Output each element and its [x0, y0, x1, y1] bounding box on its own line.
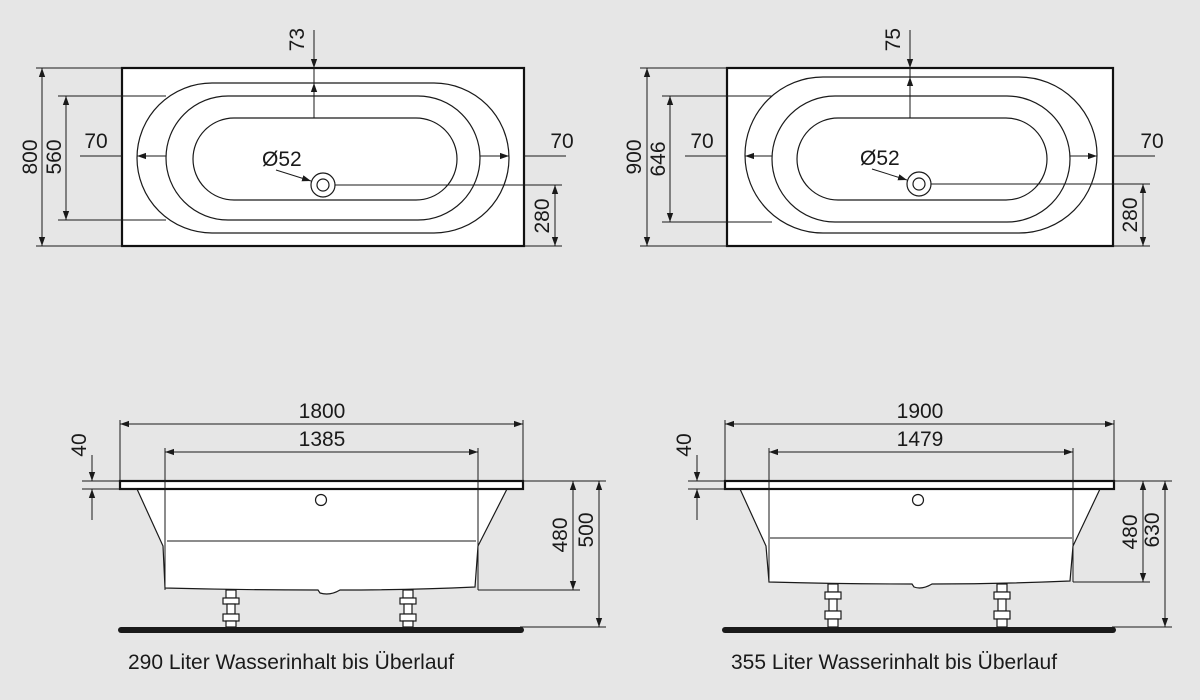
tub-rim-side: [118, 479, 525, 491]
width-inner-label: 646: [647, 141, 670, 176]
basin-outline: [165, 95, 481, 221]
rim-thickness-label: 40: [68, 433, 91, 456]
side-view-1800: 1800 1385 40 480 500 290 Liter Wasserinh…: [68, 400, 606, 674]
rim-right-label: 70: [1140, 130, 1163, 153]
top-view-1900: 75 900 646 70 70 Ø52 280: [623, 28, 1164, 248]
tub-outline-top: [120, 66, 526, 248]
floor-line: [118, 627, 524, 633]
rim-left-label: 70: [690, 130, 713, 153]
depth-inner-label: 480: [1119, 514, 1142, 549]
tub-rim-side: [723, 479, 1116, 491]
drain-height-label: 280: [1119, 197, 1142, 232]
length-outer-label: 1800: [299, 400, 346, 423]
drain-height-label: 280: [531, 198, 554, 233]
floor-line: [722, 627, 1116, 633]
rim-thickness-label: 40: [673, 433, 696, 456]
depth-inner-label: 480: [549, 517, 572, 552]
tub-foot: [399, 589, 417, 628]
drain-diameter-label: Ø52: [860, 147, 900, 170]
length-inner-label: 1479: [897, 428, 944, 451]
bottom-outline: [192, 117, 458, 201]
outlet-offset-label: 75: [882, 28, 905, 51]
height-total-label: 500: [575, 512, 598, 547]
top-view-1800: 73 800 560 70 70 Ø52 280: [19, 28, 574, 248]
bottom-outline: [796, 117, 1048, 201]
overflow-hole: [314, 493, 328, 507]
length-inner-label: 1385: [299, 428, 346, 451]
capacity-caption: 290 Liter Wasserinhalt bis Überlauf: [128, 651, 454, 674]
side-view-1900: 1900 1479 40 480 630 355 Liter Wasserinh…: [673, 400, 1172, 674]
outlet-offset-label: 73: [286, 28, 309, 51]
drain-inner: [912, 177, 926, 191]
capacity-caption: 355 Liter Wasserinhalt bis Überlauf: [731, 651, 1057, 674]
tub-foot: [824, 583, 842, 628]
overflow-hole: [911, 493, 925, 507]
tub-foot: [222, 589, 240, 628]
rim-right-label: 70: [550, 130, 573, 153]
height-total-label: 630: [1141, 512, 1164, 547]
drain-inner: [316, 178, 330, 192]
width-inner-label: 560: [43, 139, 66, 174]
length-outer-label: 1900: [897, 400, 944, 423]
tub-outline-top: [725, 66, 1115, 248]
tub-foot: [993, 583, 1011, 628]
drain-diameter-label: Ø52: [262, 148, 302, 171]
width-outer-label: 800: [19, 139, 42, 174]
width-outer-label: 900: [623, 139, 646, 174]
basin-outline: [771, 95, 1071, 223]
rim-left-label: 70: [84, 130, 107, 153]
